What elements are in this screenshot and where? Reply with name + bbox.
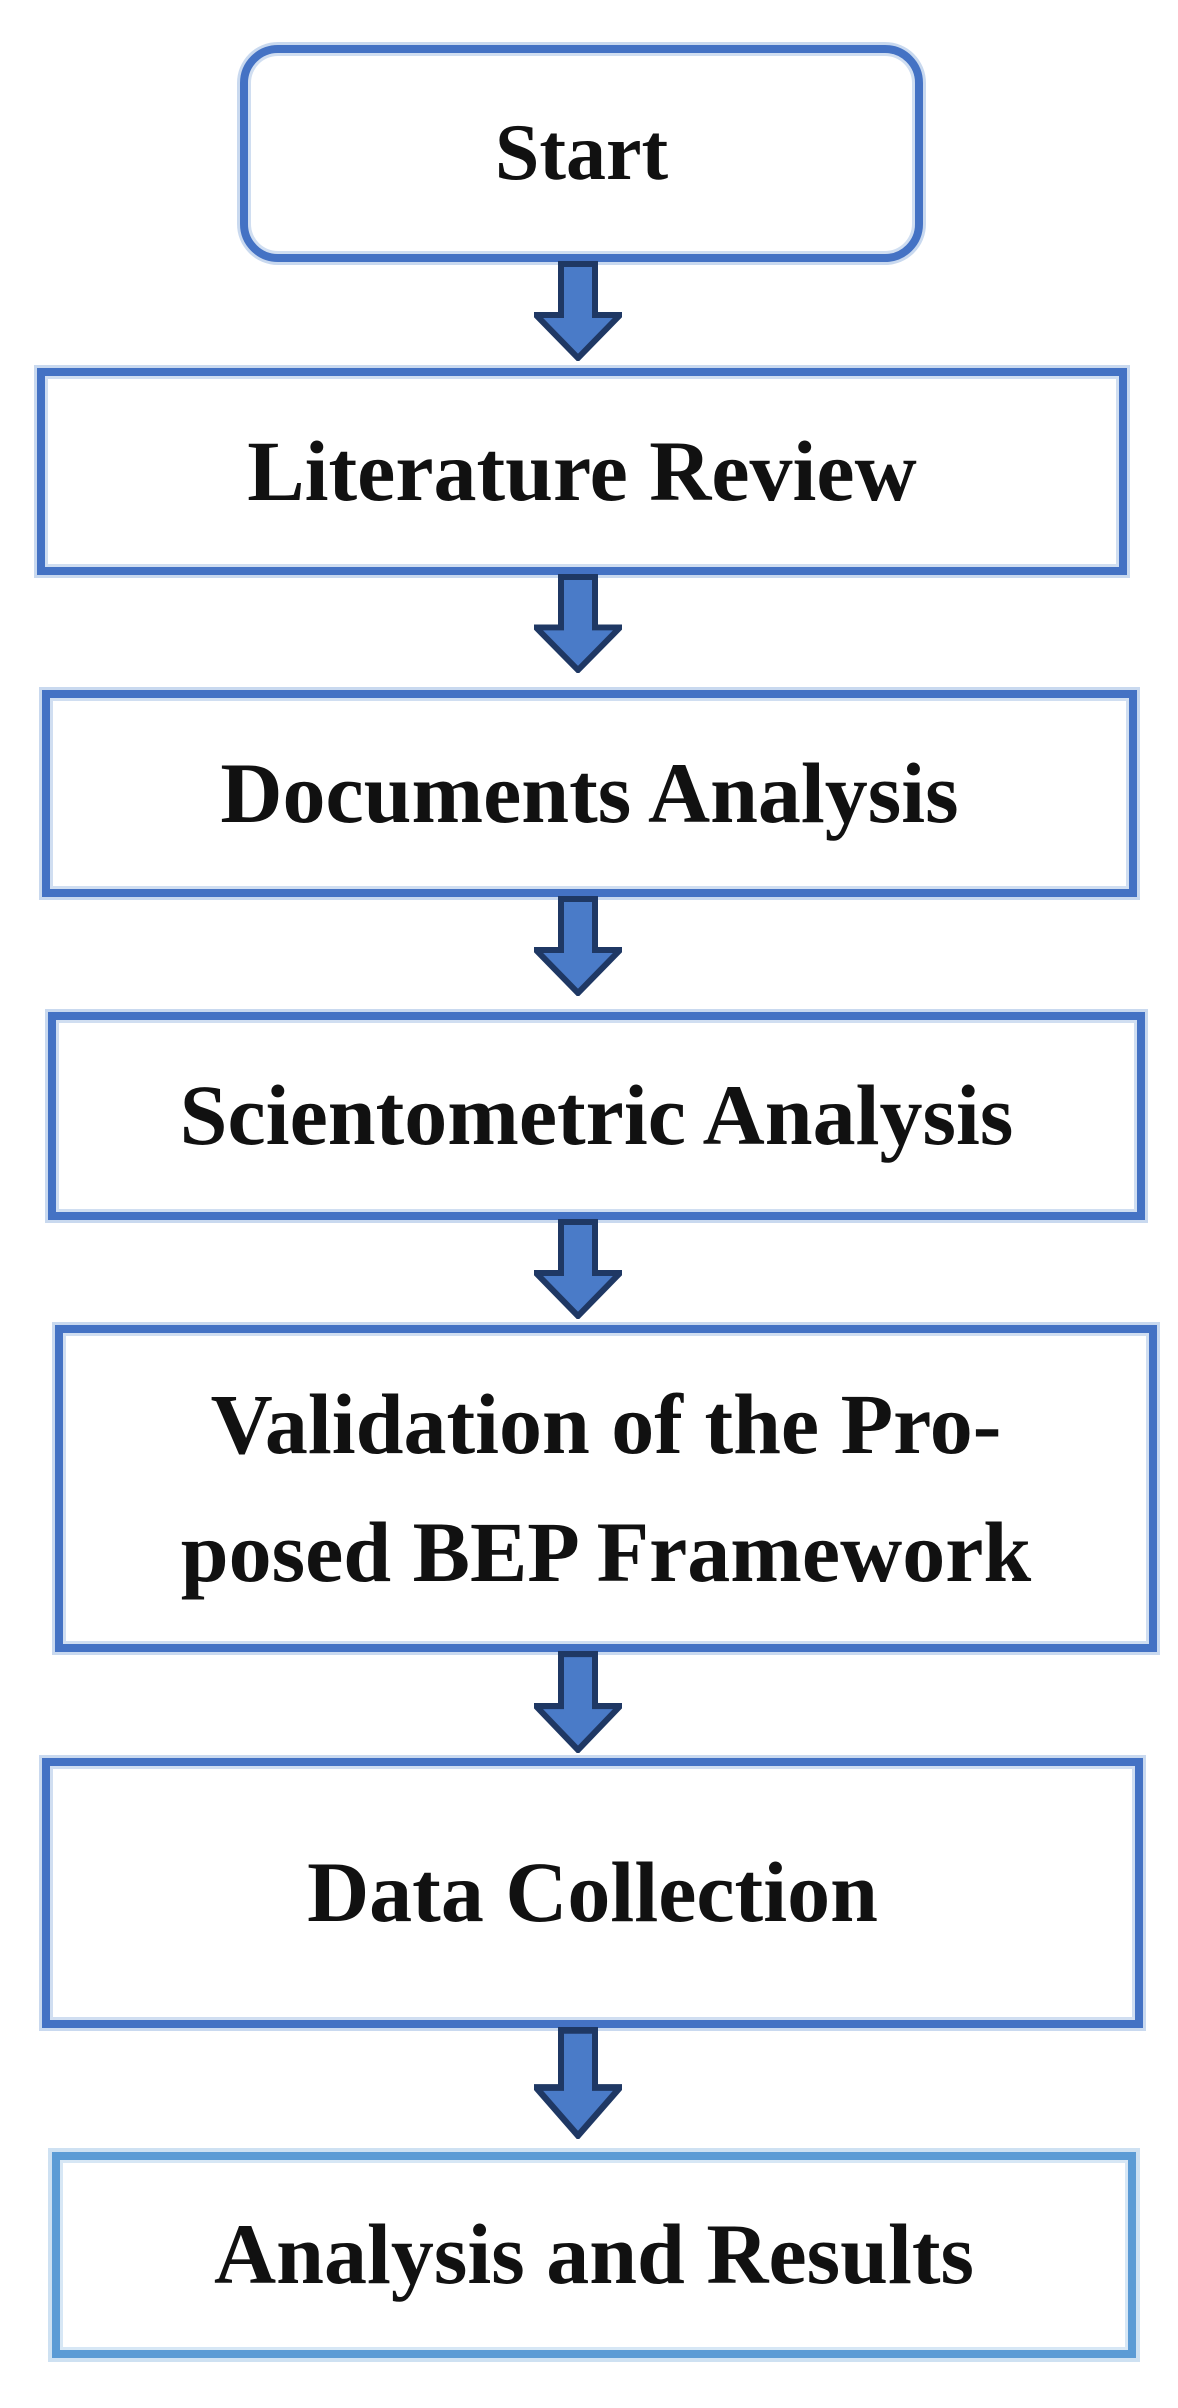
down-arrow-icon	[534, 2027, 622, 2139]
flow-node-data-collection: Data Collection	[42, 1758, 1143, 2028]
flow-node-start-label: Start	[494, 109, 669, 198]
down-arrow-icon	[534, 1219, 622, 1319]
flow-node-scientometric-analysis-label: Scientometric Analysis	[179, 1067, 1014, 1164]
flow-node-literature-review: Literature Review	[37, 368, 1127, 575]
down-arrow-icon	[534, 261, 622, 361]
flow-node-documents-analysis-label: Documents Analysis	[220, 744, 959, 841]
flow-node-documents-analysis: Documents Analysis	[42, 690, 1137, 897]
down-arrow-icon	[534, 574, 622, 673]
flow-node-validation-line-2: posed BEP Framework	[180, 1503, 1032, 1600]
flow-node-literature-review-label: Literature Review	[247, 422, 917, 519]
down-arrow-icon	[534, 1651, 622, 1753]
down-arrow-icon	[534, 896, 622, 996]
flow-node-data-collection-label: Data Collection	[307, 1844, 878, 1941]
flow-node-analysis-and-results-label: Analysis and Results	[214, 2206, 974, 2303]
flow-node-analysis-and-results: Analysis and Results	[52, 2152, 1136, 2358]
flow-node-validation-line-1: Validation of the Pro-	[210, 1376, 1002, 1473]
flow-node-start: Start	[240, 45, 923, 262]
flow-node-validation-bep-framework: Validation of the Pro- posed BEP Framewo…	[55, 1325, 1157, 1652]
flow-node-scientometric-analysis: Scientometric Analysis	[48, 1012, 1145, 1220]
